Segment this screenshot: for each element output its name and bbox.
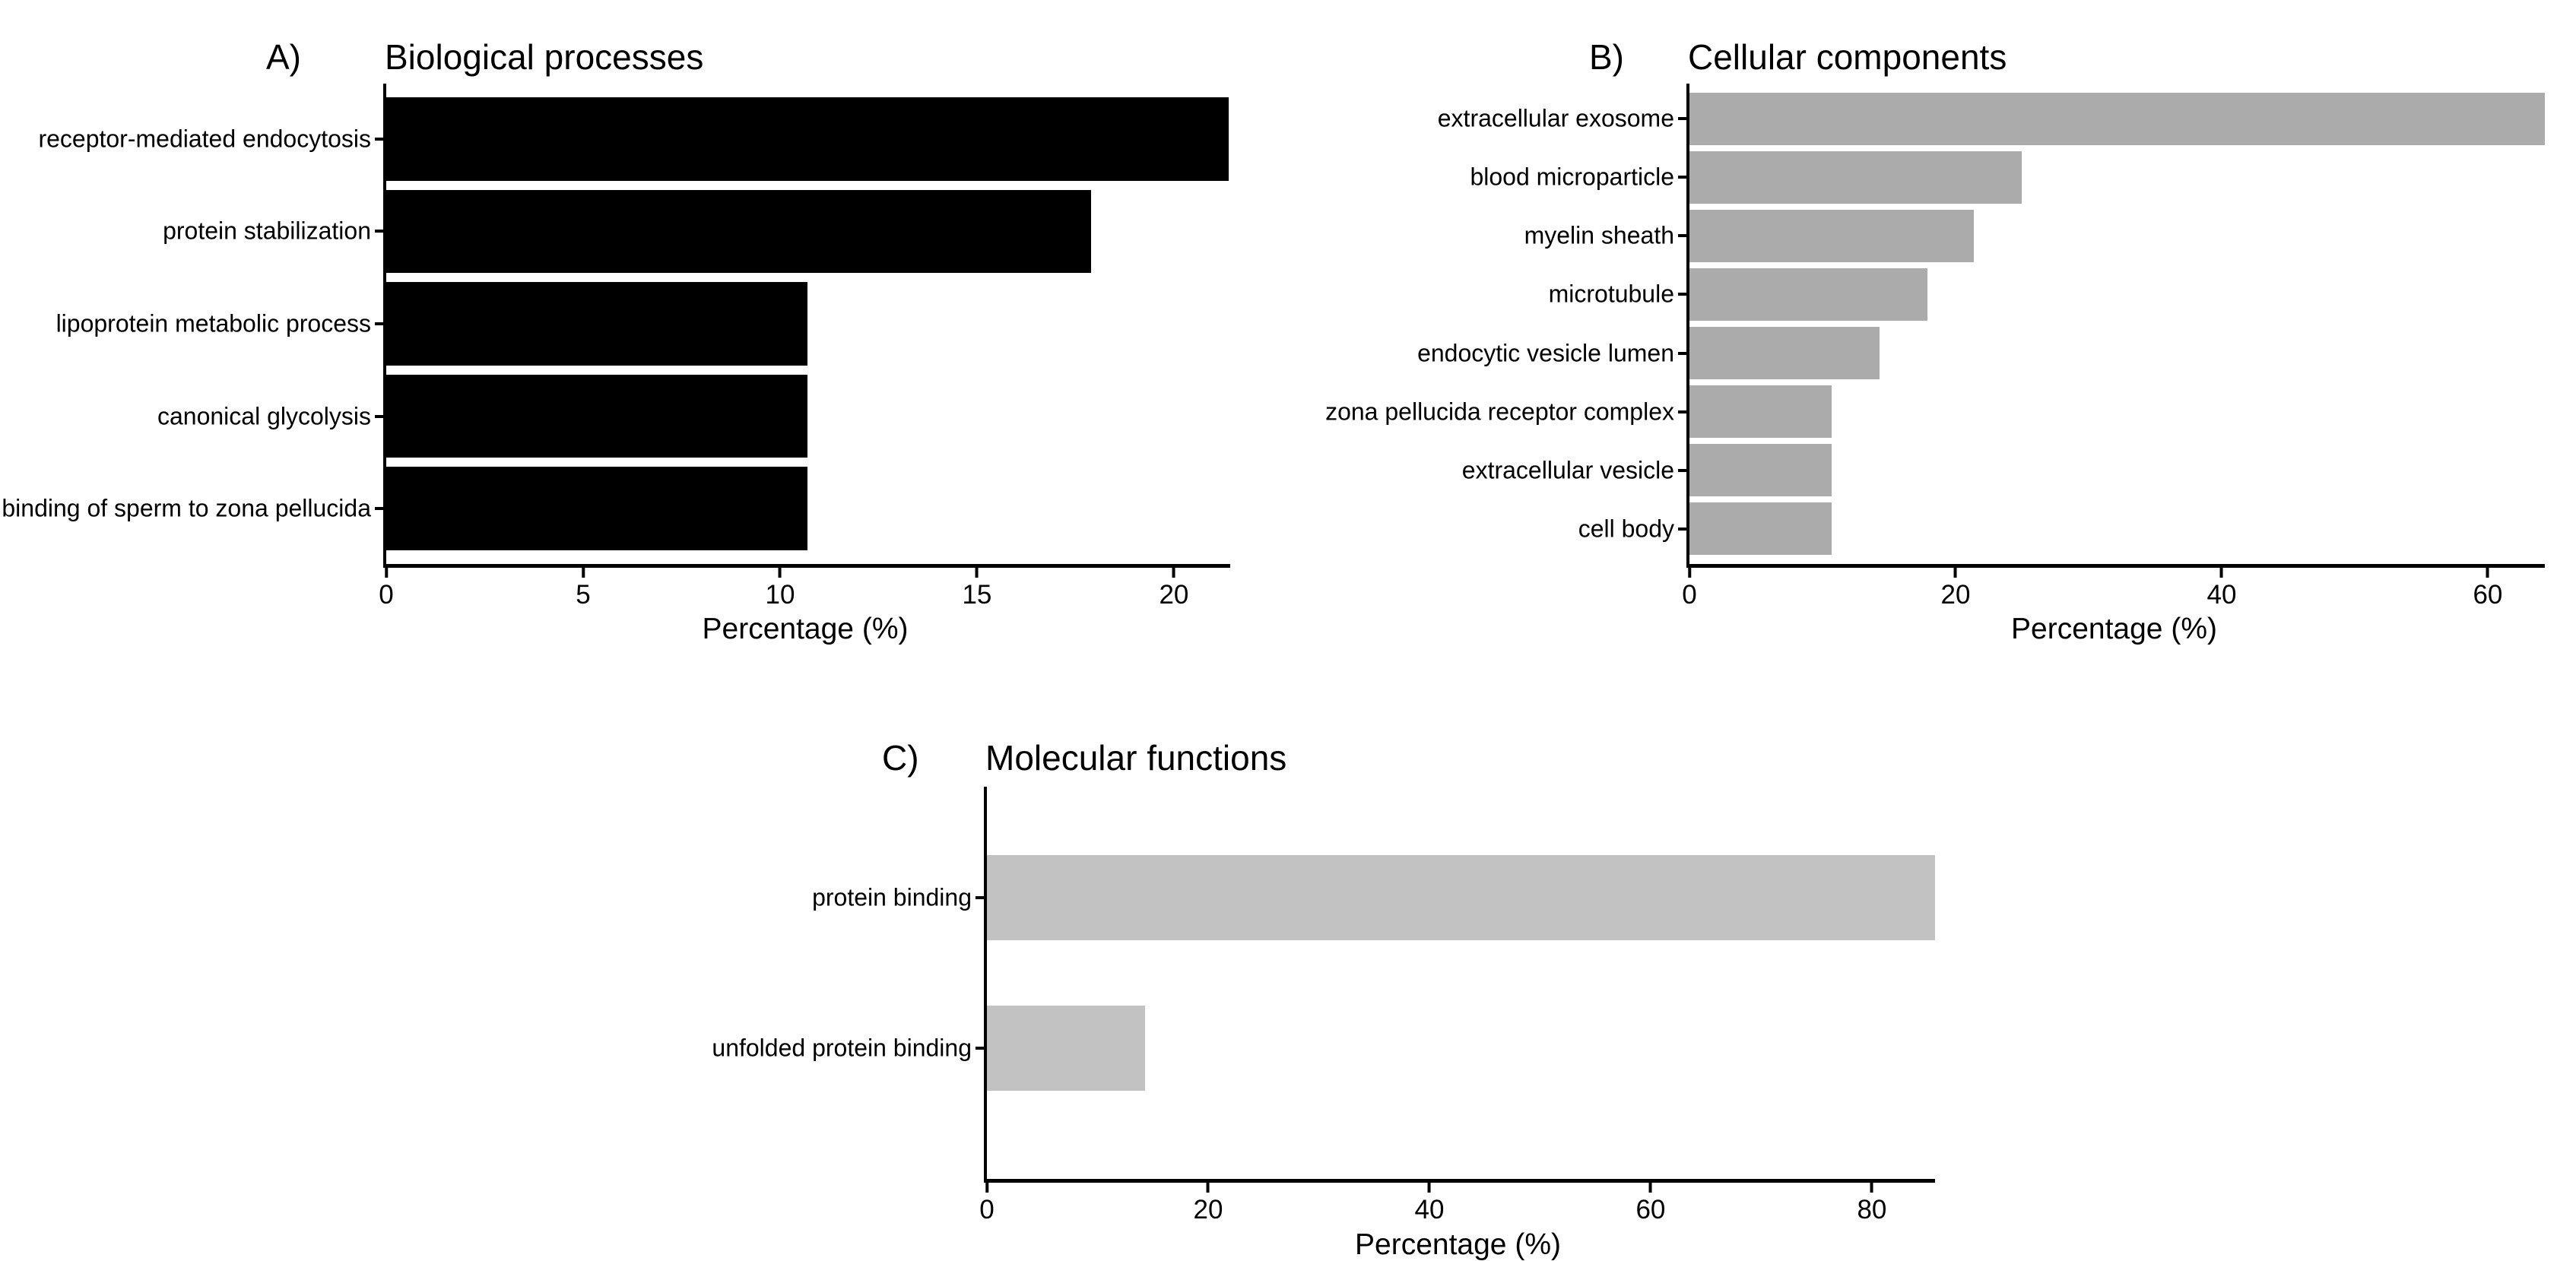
tick-mark xyxy=(2219,568,2223,578)
bar xyxy=(1689,385,1832,439)
x-axis-tick: 5 xyxy=(576,564,591,610)
bar xyxy=(1689,502,1832,556)
x-axis-tick: 40 xyxy=(1414,1179,1444,1225)
plot-area-cellular-components: extracellular exosome blood microparticle… xyxy=(1325,84,2546,610)
category-label: protein binding xyxy=(812,883,972,911)
tick-mark xyxy=(581,568,585,578)
bar xyxy=(386,467,808,550)
bar xyxy=(1689,444,1832,497)
tick-label: 0 xyxy=(1682,580,1697,610)
tick-label: 15 xyxy=(962,580,992,610)
panel-title: Biological processes xyxy=(385,37,704,77)
tick-label: 40 xyxy=(2206,580,2237,610)
tick-label: 0 xyxy=(379,580,394,610)
tick-mark xyxy=(2486,568,2489,578)
category-tick-mark xyxy=(375,507,383,511)
bar xyxy=(1689,209,1975,263)
x-axis-tick: 10 xyxy=(765,564,795,610)
tick-label: 20 xyxy=(1940,580,1971,610)
category-tick-mark xyxy=(375,322,383,325)
category-tick-mark xyxy=(1678,410,1686,413)
bar xyxy=(1689,268,1928,322)
x-axis-tick: 20 xyxy=(1159,564,1188,610)
category-label: protein stabilization xyxy=(163,217,371,245)
tick-mark xyxy=(1953,568,1957,578)
category-tick-mark xyxy=(375,137,383,141)
category-label: zona pellucida receptor complex xyxy=(1325,397,1674,425)
category-tick-mark xyxy=(1678,293,1686,296)
tick-label: 40 xyxy=(1414,1195,1445,1225)
plot-area-molecular-functions: protein binding unfolded protein binding 0… xyxy=(712,787,1935,1225)
category-label: myelin sheath xyxy=(1524,221,1674,249)
category-label: canonical glycolysis xyxy=(157,401,371,429)
x-axis-tick: 0 xyxy=(979,1179,995,1225)
tick-mark xyxy=(1870,1183,1873,1193)
x-axis-tick: 20 xyxy=(1940,564,1971,610)
category-label: receptor-mediated endocytosis xyxy=(38,125,371,153)
panel-title: Molecular functions xyxy=(985,738,1287,778)
tick-label: 80 xyxy=(1857,1195,1887,1225)
tick-label: 20 xyxy=(1193,1195,1223,1225)
plot-area-biological-processes: receptor-mediated endocytosis protein sta… xyxy=(2,84,1230,610)
panel-letter: B) xyxy=(1589,37,1624,77)
category-label: microtubule xyxy=(1548,280,1674,308)
bar xyxy=(386,97,1229,181)
category-tick-mark xyxy=(1678,234,1686,238)
category-tick-mark xyxy=(1678,176,1686,179)
tick-mark xyxy=(1206,1183,1210,1193)
bar xyxy=(386,374,808,458)
category-tick-mark xyxy=(976,896,984,900)
x-axis-tick: 0 xyxy=(379,564,394,610)
bar xyxy=(987,855,1935,940)
bar xyxy=(1689,150,2022,204)
tick-label: 60 xyxy=(1635,1195,1666,1225)
x-axis-tick: 80 xyxy=(1857,1179,1886,1225)
x-axis-tick: 0 xyxy=(1682,564,1697,610)
category-label: unfolded protein binding xyxy=(712,1034,972,1062)
category-label: blood microparticle xyxy=(1470,163,1674,191)
bar xyxy=(1689,326,1880,380)
tick-mark xyxy=(985,1183,988,1193)
panel-title: Cellular components xyxy=(1688,37,2007,77)
tick-mark xyxy=(1688,568,1691,578)
tick-mark xyxy=(385,568,388,578)
bar xyxy=(386,282,808,366)
panel-letter: C) xyxy=(882,738,919,778)
tick-mark xyxy=(778,568,782,578)
x-axis-tick: 60 xyxy=(1635,1179,1665,1225)
tick-mark xyxy=(1172,568,1175,578)
category-tick-mark xyxy=(976,1046,984,1050)
tick-mark xyxy=(1648,1183,1652,1193)
category-label: extracellular exosome xyxy=(1437,104,1674,132)
bar xyxy=(987,1005,1146,1091)
category-tick-mark xyxy=(1678,117,1686,121)
category-tick-mark xyxy=(375,414,383,418)
x-axis-tick: 40 xyxy=(2206,564,2236,610)
tick-label: 10 xyxy=(765,580,795,610)
x-axis-tick: 20 xyxy=(1194,1179,1223,1225)
panel-letter: A) xyxy=(266,37,301,77)
tick-label: 20 xyxy=(1159,580,1189,610)
bar xyxy=(1689,92,2546,145)
bar xyxy=(386,189,1092,274)
category-label: endocytic vesicle lumen xyxy=(1417,338,1674,366)
tick-label: 60 xyxy=(2473,580,2503,610)
tick-mark xyxy=(1427,1183,1431,1193)
category-tick-mark xyxy=(375,230,383,233)
category-tick-mark xyxy=(1678,527,1686,531)
tick-label: 0 xyxy=(979,1195,995,1225)
x-axis-tick: 15 xyxy=(962,564,991,610)
tick-label: 5 xyxy=(576,580,591,610)
category-label: cell body xyxy=(1578,515,1674,543)
x-axis-label: Percentage (%) xyxy=(1355,1228,1561,1261)
x-axis-label: Percentage (%) xyxy=(702,613,909,645)
category-tick-mark xyxy=(1678,468,1686,472)
x-axis-label: Percentage (%) xyxy=(2011,613,2217,645)
category-label: lipoprotein metabolic process xyxy=(56,309,371,337)
category-tick-mark xyxy=(1678,351,1686,355)
category-label: extracellular vesicle xyxy=(1461,456,1674,484)
tick-mark xyxy=(975,568,979,578)
x-axis-tick: 60 xyxy=(2473,564,2502,610)
category-label: binding of sperm to zona pellucida xyxy=(2,494,371,522)
